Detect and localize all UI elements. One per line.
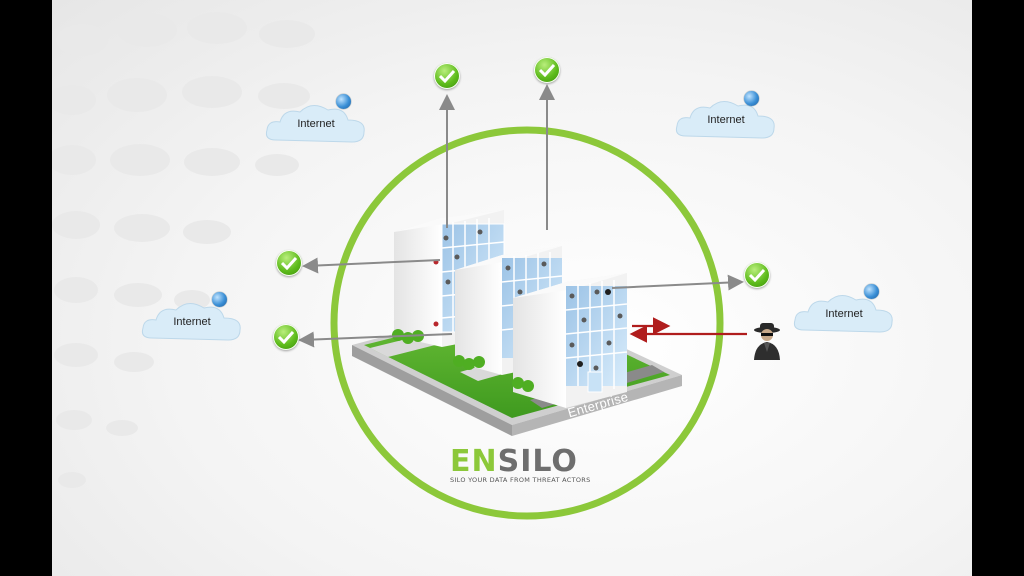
internet-cloud-top-right: Internet: [674, 91, 778, 144]
check-circle-icon: [534, 57, 560, 83]
building-front: [513, 273, 628, 408]
internet-cloud-left: Internet: [140, 292, 244, 346]
ensilo-logo: ENSILO SILO YOUR DATA FROM THREAT ACTORS: [450, 444, 591, 484]
check-circle-icon: [434, 63, 460, 89]
cloud-icon: [141, 303, 241, 341]
logo-wordmark: ENSILO: [450, 444, 591, 479]
outbound-arrows: [298, 84, 744, 348]
check-circle-icon: [273, 324, 299, 350]
cloud-icon: [793, 295, 893, 333]
cloud-label: Internet: [707, 114, 745, 126]
globe-icon: [864, 284, 879, 299]
logo-prefix: EN: [450, 444, 498, 479]
check-circle-icon: [744, 262, 770, 288]
cloud-label: Internet: [297, 118, 335, 130]
logo-suffix: SILO: [497, 444, 578, 479]
threat-arrows: [629, 317, 747, 343]
globe-icon: [744, 91, 759, 106]
cloud-icon: [675, 101, 775, 139]
cloud-label: Internet: [173, 316, 211, 328]
logo-tagline: SILO YOUR DATA FROM THREAT ACTORS: [450, 476, 591, 484]
cloud-icon: [265, 105, 365, 143]
cloud-label: Internet: [825, 308, 863, 320]
security-ring: [330, 126, 724, 520]
globe-icon: [212, 292, 227, 307]
hacker-icon: [754, 323, 780, 360]
network-diagram: [298, 84, 747, 520]
internet-cloud-right: Internet: [792, 284, 896, 338]
slide-canvas: Internet Internet Internet Internet: [52, 0, 972, 576]
check-circle-icon: [276, 250, 302, 276]
internet-cloud-top-left: Internet: [264, 94, 368, 148]
globe-icon: [336, 94, 351, 109]
